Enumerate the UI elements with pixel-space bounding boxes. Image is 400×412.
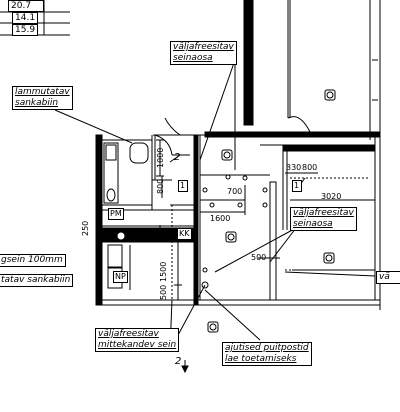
dim-1500: 1500 xyxy=(159,261,168,282)
dim-700: 700 xyxy=(227,187,243,196)
note-partition-wall: gsein 100mm xyxy=(0,254,66,267)
table-cell-area-2: 14.1 xyxy=(12,12,38,24)
dim-800-horizontal: 800 xyxy=(302,163,318,172)
callout-milled-wall-right: väljafreesitav seinaosa xyxy=(290,207,357,231)
callout-temporary-posts-line1: ajutised puitpostid xyxy=(225,343,309,353)
callout-demolish-tank-line1: lammutatav xyxy=(15,87,70,97)
callout-milled-wall-top-line1: väljafreesitav xyxy=(173,42,234,52)
dim-3020: 3020 xyxy=(321,192,342,201)
table-cell-area-3: 15.9 xyxy=(12,24,38,36)
dim-500-vertical: 500 xyxy=(159,284,168,300)
callout-milled-wall-bottom: väljafreesitav mittekandev sein xyxy=(95,328,180,352)
tag-door-1: 1 xyxy=(178,180,188,192)
note-right-partial-text: vä xyxy=(379,272,390,282)
tag-kk: KK xyxy=(177,228,192,240)
callout-milled-wall-bottom-line2: mittekandev sein xyxy=(98,340,177,350)
dim-250: 250 xyxy=(81,220,90,236)
callout-milled-wall-bottom-line1: väljafreesitav xyxy=(98,329,159,339)
callout-demolish-tank-line2: sankabiin xyxy=(15,98,59,108)
tag-pm: PM xyxy=(108,208,124,220)
dim-800-vertical: 800 xyxy=(156,178,165,194)
note-partition-wall-text: gsein 100mm xyxy=(1,255,63,265)
dim-500-horizontal: 500 xyxy=(251,253,267,262)
callout-temporary-posts-line2: lae toetamiseks xyxy=(225,354,297,364)
dim-section-2-bottom: 2 xyxy=(175,356,182,367)
note-demolish-tank: tatav sankabiin xyxy=(0,274,74,287)
dim-section-2: 2 xyxy=(174,152,181,163)
dim-330: 330 xyxy=(286,163,302,172)
tag-np: NP xyxy=(113,271,128,283)
callout-temporary-posts: ajutised puitpostid lae toetamiseks xyxy=(222,342,312,366)
note-right-partial: vä xyxy=(376,271,400,284)
callout-milled-wall-right-line1: väljafreesitav xyxy=(293,208,354,218)
callout-demolish-tank: lammutatav sankabiin xyxy=(12,86,73,110)
dim-1600: 1600 xyxy=(210,214,231,223)
tag-door-2: 1 xyxy=(292,180,302,192)
note-demolish-tank-text: tatav sankabiin xyxy=(1,275,71,285)
table-cell-area-1: 20.7 xyxy=(8,0,44,12)
callout-milled-wall-top: väljafreesitav seinaosa xyxy=(170,41,237,65)
dim-1000: 1000 xyxy=(156,147,165,168)
callout-milled-wall-top-line2: seinaosa xyxy=(173,53,213,63)
callout-milled-wall-right-line2: seinaosa xyxy=(293,219,333,229)
